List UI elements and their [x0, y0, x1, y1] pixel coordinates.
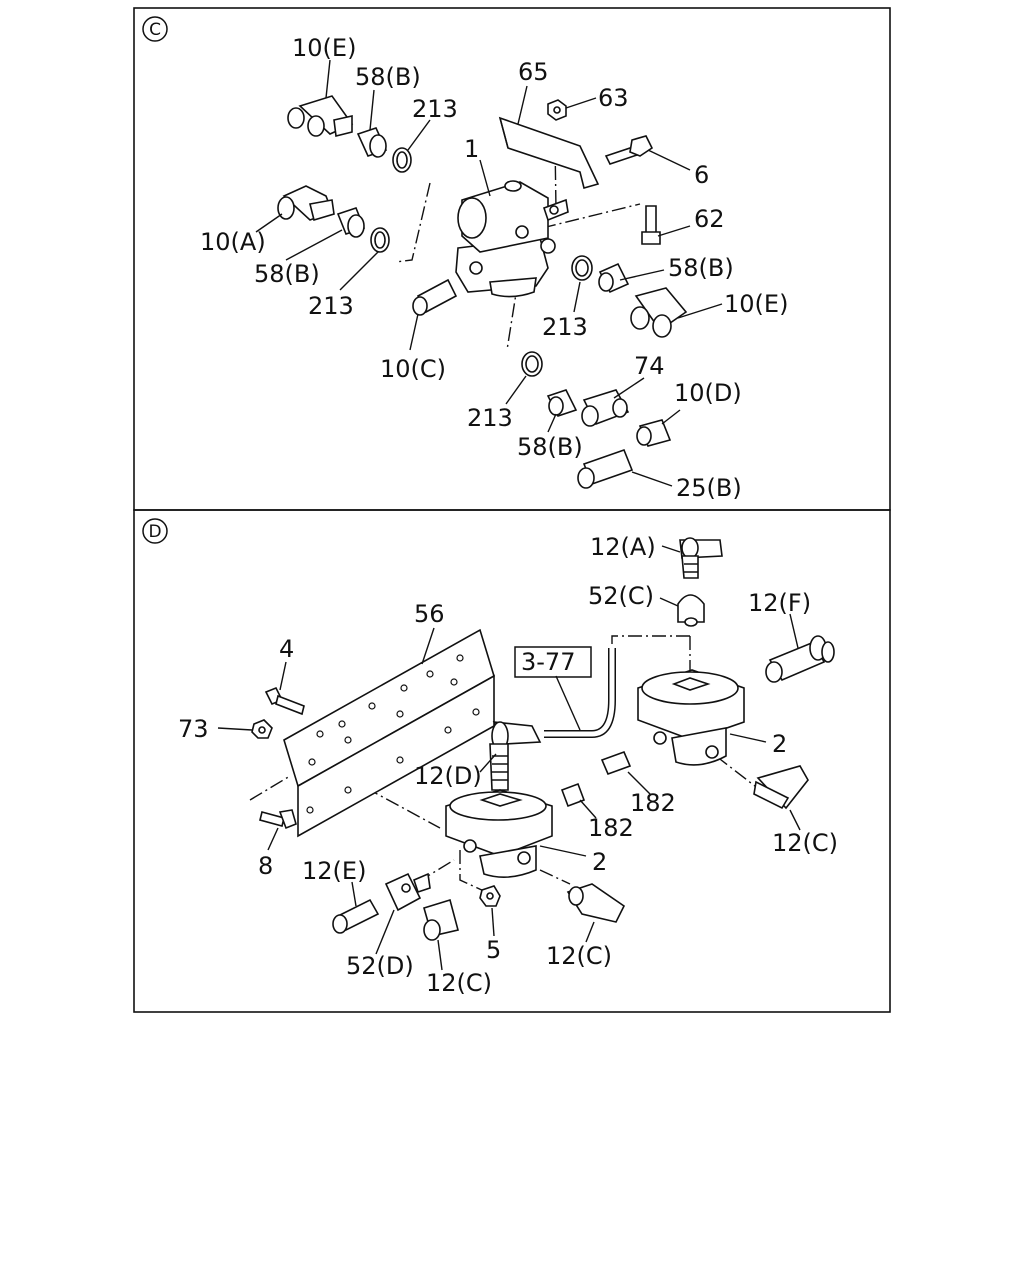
bracket-icon — [498, 116, 600, 189]
callout-10-c: 10(C) — [380, 355, 446, 383]
elbow-fitting-icon — [630, 287, 688, 338]
bolt-icon — [259, 809, 297, 830]
centerline — [249, 775, 291, 801]
cap-icon — [677, 594, 705, 627]
air-valve-icon — [637, 669, 745, 766]
callout-56: 56 — [414, 600, 445, 628]
panel-d-badge: D — [142, 518, 168, 544]
adapter-nut-icon — [636, 419, 672, 447]
plug-icon — [600, 750, 632, 776]
callout-65: 65 — [518, 58, 549, 86]
adapter-nut-icon — [598, 262, 630, 294]
elbow-fitting-icon — [679, 537, 723, 579]
centerline — [395, 182, 431, 263]
callout-10-a: 10(A) — [200, 228, 266, 256]
panel-d-frame — [133, 509, 891, 1013]
elbow-fitting-icon — [287, 95, 354, 137]
callout-12-c: 12(C) — [546, 942, 612, 970]
callout-213: 213 — [412, 95, 458, 123]
callout-10-e: 10(E) — [292, 34, 356, 62]
callout-58-b: 58(B) — [355, 63, 421, 91]
adapter-nut-icon — [356, 127, 388, 158]
reference-box — [514, 646, 592, 678]
plug-icon — [560, 782, 586, 808]
centerline — [715, 755, 761, 791]
centerline — [506, 255, 523, 351]
callout-4: 4 — [279, 635, 294, 663]
callout-3-77: 3-77 — [521, 648, 575, 676]
elbow-fitting-icon — [566, 883, 626, 923]
circled-letter-d-icon — [142, 518, 168, 544]
bracket-icon — [283, 628, 495, 838]
callout-182: 182 — [630, 789, 676, 817]
callout-63: 63 — [598, 84, 629, 112]
air-valve-icon — [455, 180, 569, 298]
callout-1: 1 — [464, 135, 479, 163]
callout-182: 182 — [588, 814, 634, 842]
centerline — [539, 869, 571, 885]
callout-52-d: 52(D) — [346, 952, 414, 980]
bolt-icon — [264, 686, 305, 716]
callout-12-c: 12(C) — [772, 829, 838, 857]
elbow-fitting-icon — [489, 721, 542, 791]
centerline — [541, 203, 641, 229]
callout-213: 213 — [467, 404, 513, 432]
adapter-nut-icon — [384, 872, 431, 912]
callout-12-f: 12(F) — [748, 589, 811, 617]
callout-52-c: 52(C) — [588, 582, 654, 610]
air-valve-icon — [445, 789, 553, 878]
callout-213: 213 — [308, 292, 354, 320]
elbow-fitting-icon — [753, 765, 809, 810]
callout-2: 2 — [772, 730, 787, 758]
callout-58-b: 58(B) — [254, 260, 320, 288]
tee-fitting-icon — [581, 389, 630, 427]
callout-12-c: 12(C) — [426, 969, 492, 997]
panel-c-badge: C — [142, 16, 168, 42]
circled-letter-c-icon — [142, 16, 168, 42]
panel-d-id: D — [148, 522, 161, 542]
elbow-fitting-icon — [423, 898, 459, 941]
callout-10-d: 10(D) — [674, 379, 742, 407]
callout-213: 213 — [542, 313, 588, 341]
panel-c-id: C — [149, 20, 161, 40]
callout-5: 5 — [486, 936, 501, 964]
adapter-nut-icon — [336, 207, 366, 238]
callout-12-d: 12(D) — [414, 762, 482, 790]
callout-8: 8 — [258, 852, 273, 880]
bolt-icon — [604, 135, 654, 165]
elbow-fitting-icon — [765, 635, 835, 683]
elbow-fitting-icon — [277, 185, 335, 222]
centerline — [459, 850, 487, 893]
callout-58-b: 58(B) — [517, 433, 583, 461]
callout-25-b: 25(B) — [676, 474, 742, 502]
adapter-nut-icon — [412, 278, 458, 316]
callout-12-e: 12(E) — [302, 857, 366, 885]
callout-62: 62 — [694, 205, 725, 233]
bolt-icon — [641, 205, 661, 245]
adapter-nut-icon — [546, 389, 578, 417]
callout-6: 6 — [694, 161, 709, 189]
callout-12-a: 12(A) — [590, 533, 656, 561]
callout-74: 74 — [634, 352, 665, 380]
callout-10-e: 10(E) — [724, 290, 788, 318]
callout-2: 2 — [592, 848, 607, 876]
elbow-fitting-icon — [332, 898, 380, 934]
centerline — [611, 635, 690, 648]
callout-58-b: 58(B) — [668, 254, 734, 282]
sensor-plug-icon — [577, 448, 634, 489]
callout-73: 73 — [178, 715, 209, 743]
